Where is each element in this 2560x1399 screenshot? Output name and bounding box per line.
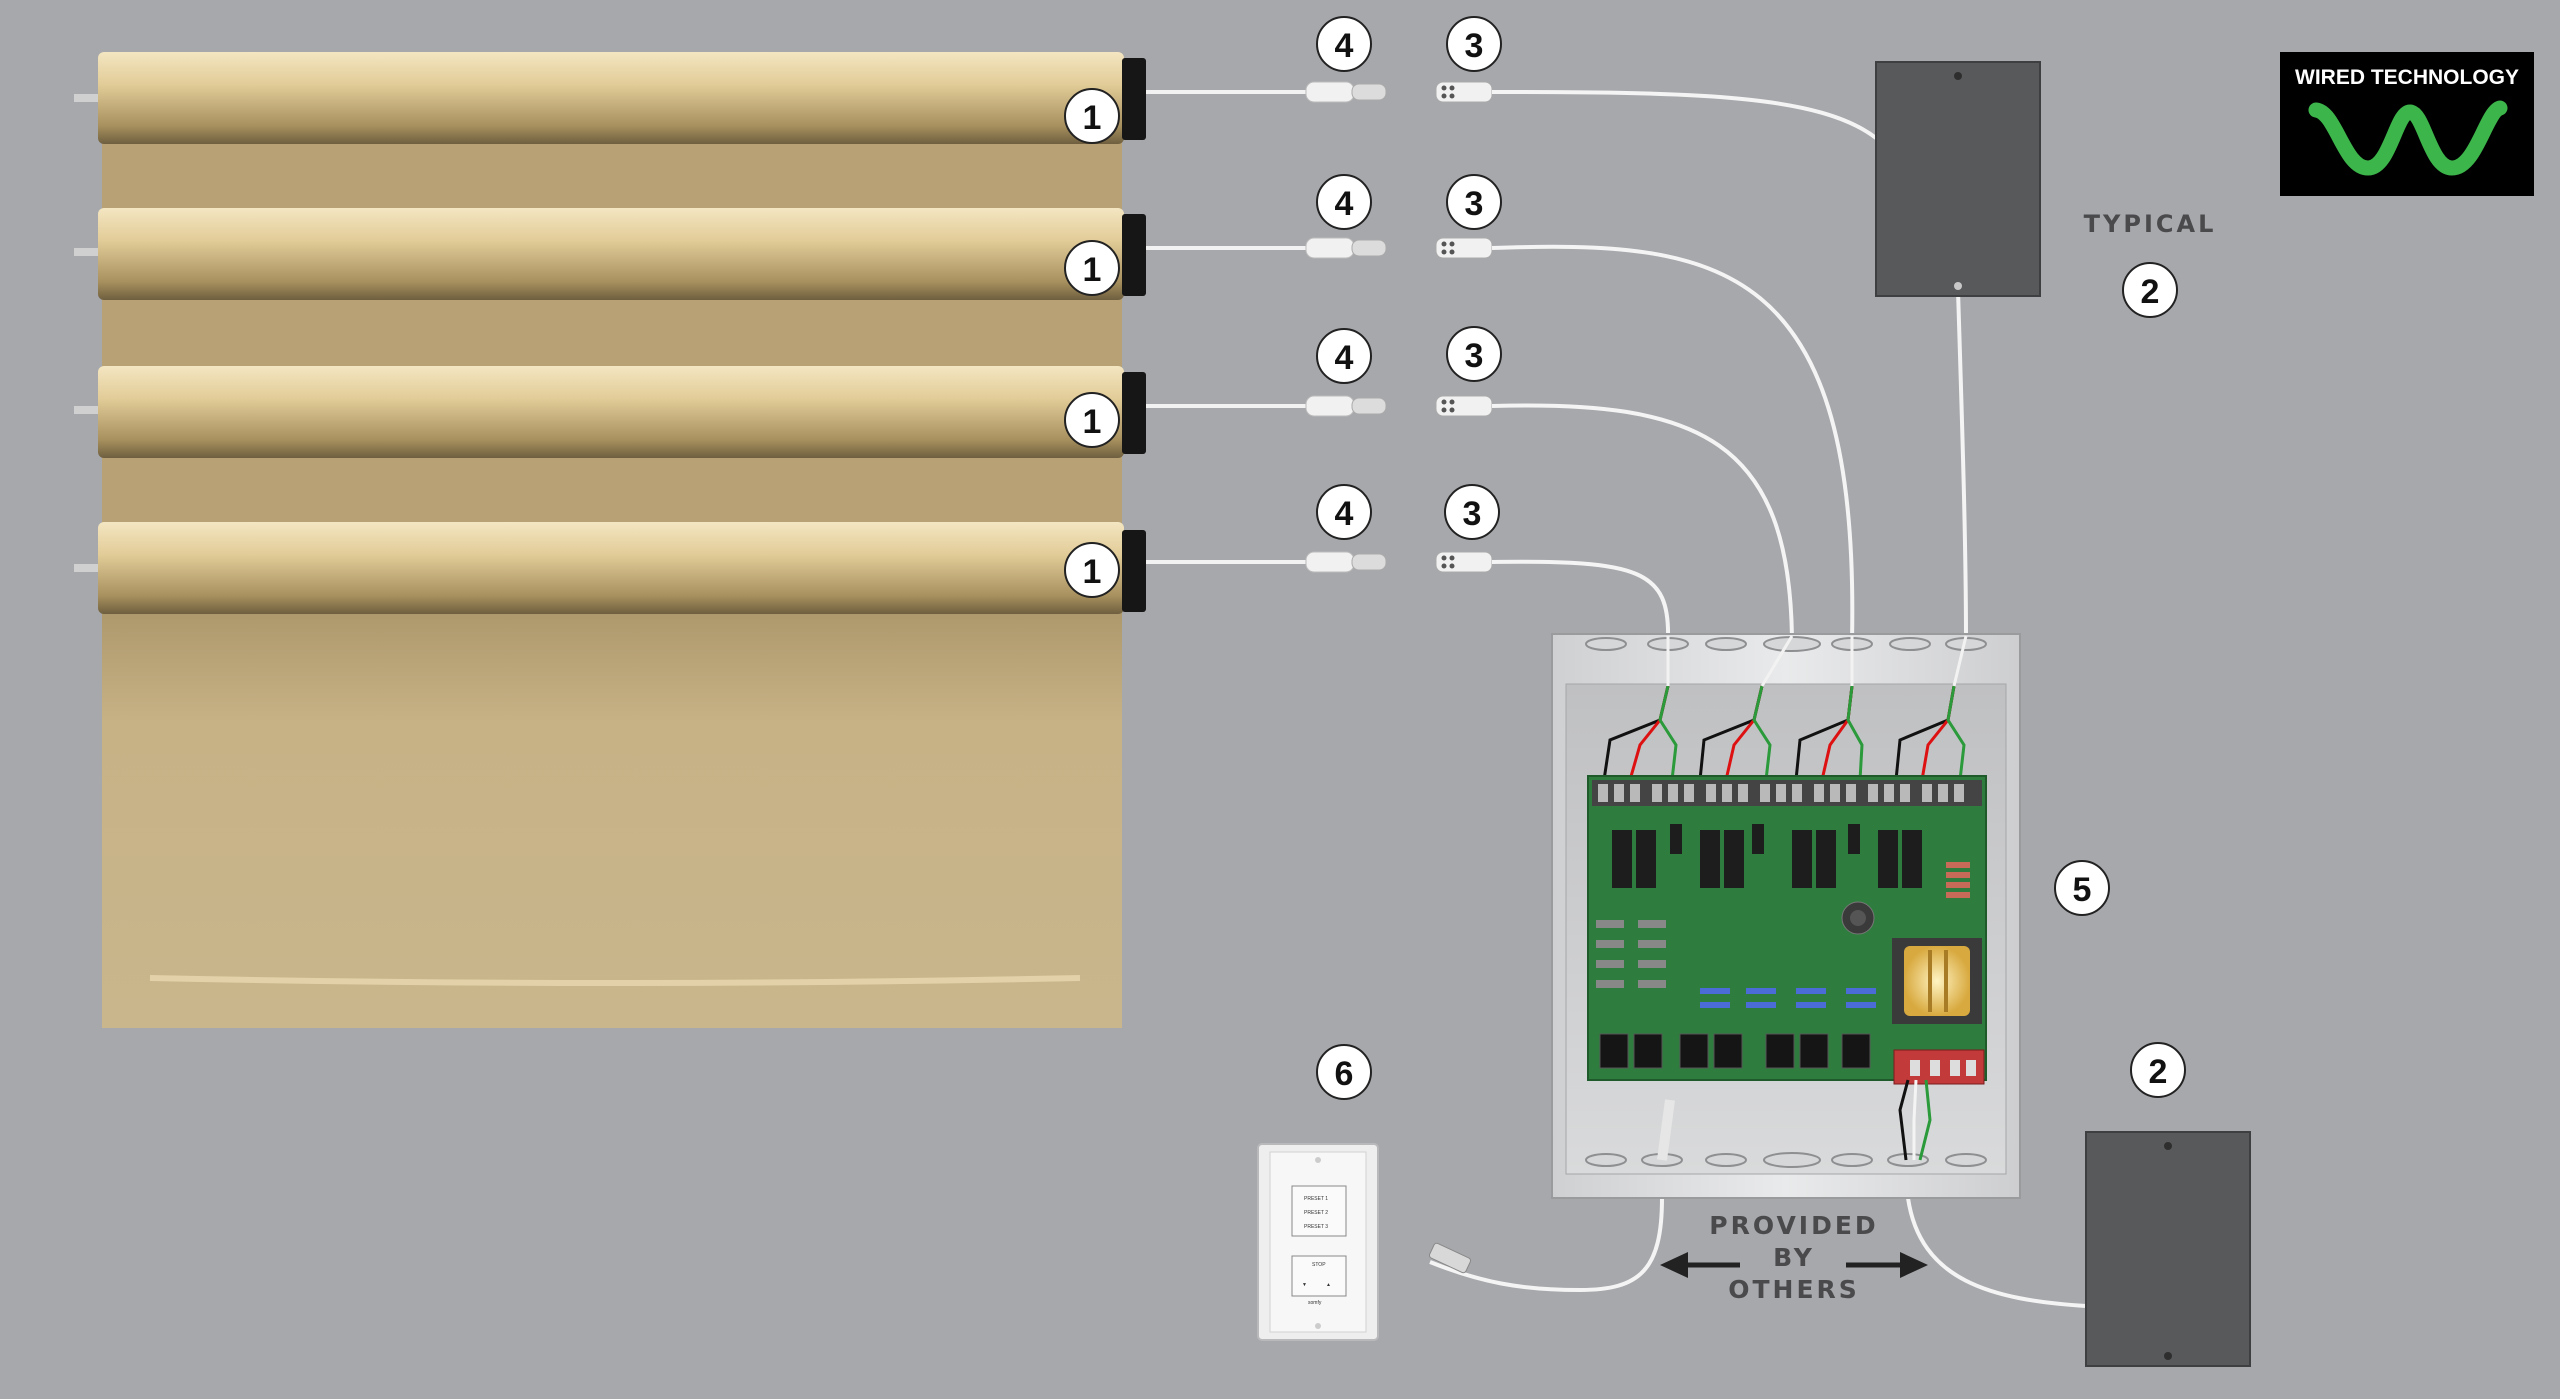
connector-female-1: [1435, 81, 1493, 103]
panel-cables: [1429, 90, 2087, 1308]
keypad-preset-1-label: PRESET 1: [1304, 1196, 1328, 1202]
callout-motor-4: 1: [1064, 542, 1120, 598]
callout-number: 3: [1465, 185, 1484, 223]
connector-male-1: [1305, 81, 1387, 103]
wall-keypad: PRESET 1 PRESET 2 PRESET 3 STOP ▼ ▲ somf…: [1257, 1143, 1472, 1341]
callout-number: 1: [1083, 403, 1102, 441]
callout-power-box-bottom: 2: [2130, 1042, 2186, 1098]
shade-fabric-band-2: [102, 296, 1122, 368]
power-box-top: [1875, 61, 2041, 297]
connectors-male: [1305, 81, 1387, 573]
callout-connector-male-4: 4: [1316, 484, 1372, 540]
callout-power-box-top: 2: [2122, 262, 2178, 318]
callout-number: 4: [1335, 27, 1354, 65]
callout-number: 2: [2149, 1053, 2168, 1091]
callout-number: 6: [1335, 1055, 1354, 1093]
shade-fabric: [102, 592, 1122, 1028]
callout-connector-male-1: 4: [1316, 16, 1372, 72]
callout-connector-male-3: 4: [1316, 328, 1372, 384]
shade-fabric-band-1: [102, 138, 1122, 210]
callout-motor-1: 1: [1064, 88, 1120, 144]
callout-number: 4: [1335, 495, 1354, 533]
keypad-down-arrow-icon: ▼: [1302, 1282, 1307, 1288]
callout-number: 3: [1463, 495, 1482, 533]
shade-tube-2: [74, 208, 1146, 300]
keypad-cable-plug: [1428, 1242, 1472, 1274]
power-box-bottom: [2085, 1131, 2251, 1367]
provided-line-3: OTHERS: [1728, 1275, 1860, 1304]
callouts: 1 1 1 1 4 4 4 4 3 3 3 3 2 2 5 6: [1064, 16, 2186, 1100]
motor-head-4: [1122, 530, 1146, 612]
shade-tube-1: [74, 52, 1146, 144]
callout-control-panel: 5: [2054, 860, 2110, 916]
connector-female-2: [1435, 237, 1493, 259]
wired-technology-logo: WIRED TECHNOLOGY: [2280, 52, 2534, 196]
left-arrow-icon: [1660, 1252, 1740, 1278]
motor-head-2: [1122, 214, 1146, 296]
keypad-up-arrow-icon: ▲: [1326, 1282, 1331, 1288]
callout-number: 1: [1083, 251, 1102, 289]
keypad-cable-entry: [1657, 1099, 1675, 1161]
callout-number: 1: [1083, 99, 1102, 137]
roller-shade-stack: [74, 52, 1146, 1028]
callout-connector-female-4: 3: [1444, 484, 1500, 540]
callout-connector-female-3: 3: [1446, 326, 1502, 382]
connector-female-3: [1435, 395, 1493, 417]
callout-number: 3: [1465, 337, 1484, 375]
callout-number: 4: [1335, 185, 1354, 223]
callout-keypad: 6: [1316, 1044, 1372, 1100]
shade-tube-4: [74, 522, 1146, 614]
motor-head-1: [1122, 58, 1146, 140]
callout-connector-female-1: 3: [1446, 16, 1502, 72]
provided-by-others: PROVIDED BY OTHERS: [1660, 1211, 1928, 1304]
provided-line-2: BY: [1773, 1243, 1815, 1272]
connector-male-3: [1305, 395, 1387, 417]
shade-hem: [149, 975, 1081, 986]
shade-tube-3: [74, 366, 1146, 458]
panel-internal-wires: [1602, 635, 1968, 781]
callout-number: 2: [2141, 273, 2160, 311]
right-arrow-icon: [1846, 1252, 1928, 1278]
callout-number: 4: [1335, 339, 1354, 377]
keypad-stop-label: STOP: [1312, 1262, 1326, 1268]
keypad-preset-3-label: PRESET 3: [1304, 1224, 1328, 1230]
connector-female-4: [1435, 551, 1493, 573]
motor-head-3: [1122, 372, 1146, 454]
control-panel-enclosure: [1551, 633, 2021, 1199]
keypad-preset-2-label: PRESET 2: [1304, 1210, 1328, 1216]
provided-line-1: PROVIDED: [1709, 1211, 1878, 1240]
keypad-brand: somfy: [1308, 1300, 1322, 1306]
control-circuit-board: [1587, 775, 1987, 1085]
callout-number: 3: [1465, 27, 1484, 65]
shade-fabric-band-3: [102, 452, 1122, 524]
motor-cables: [1146, 90, 1310, 564]
connector-male-2: [1305, 237, 1387, 259]
callout-motor-2: 1: [1064, 240, 1120, 296]
connector-male-4: [1305, 551, 1387, 573]
callout-connector-male-2: 4: [1316, 174, 1372, 230]
callout-connector-female-2: 3: [1446, 174, 1502, 230]
typical-label: TYPICAL: [2084, 210, 2217, 238]
callout-number: 5: [2073, 871, 2092, 909]
callout-number: 1: [1083, 553, 1102, 591]
logo-text: WIRED TECHNOLOGY: [2295, 66, 2519, 89]
wave-icon: [2308, 100, 2508, 176]
callout-motor-3: 1: [1064, 392, 1120, 448]
